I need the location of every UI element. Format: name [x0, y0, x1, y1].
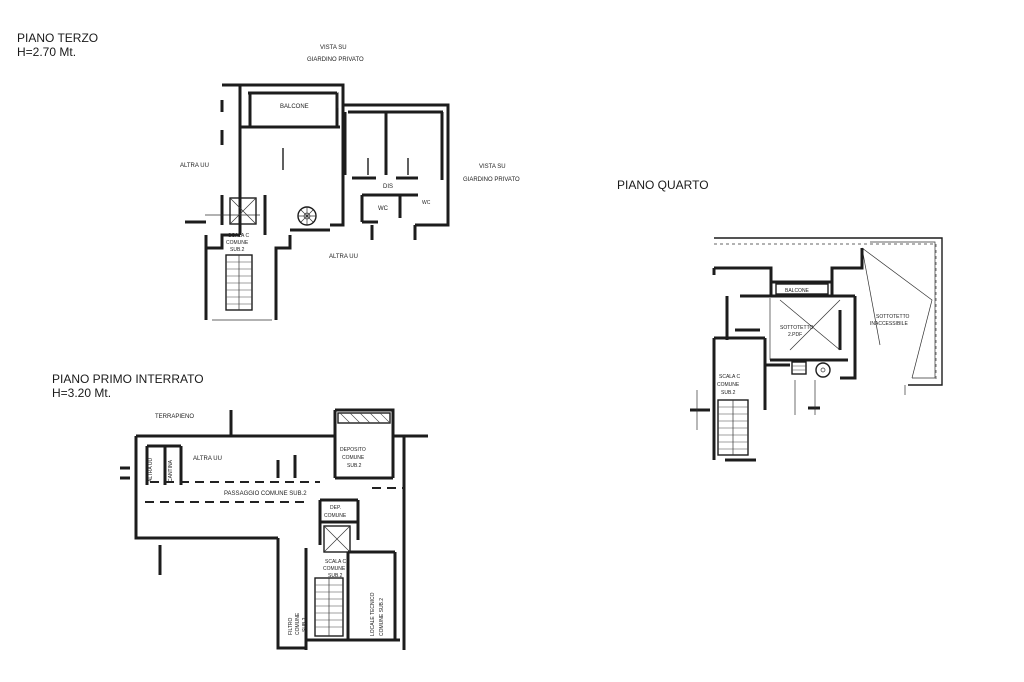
label-quarto-scala-2: COMUNE: [717, 382, 740, 388]
label-filtro-2: COMUNE: [295, 612, 301, 635]
label-vista-top: VISTA SU: [320, 45, 347, 51]
label-quarto-sottotetto-2: 2.PDF: [788, 332, 802, 338]
label-quarto-scala-1: SCALA C: [719, 374, 741, 380]
quarto-roof-outline: [714, 237, 943, 386]
terzo-thin-lines: [205, 92, 409, 321]
label-interrato-altra-uu-v: ALTRA UU: [148, 458, 154, 482]
label-deposito-1: DEPOSITO: [340, 447, 366, 453]
interrato-corridor-dashes: [145, 481, 404, 503]
label-terzo-wc1: WC: [378, 206, 389, 212]
interrato-stair-run: [314, 577, 344, 637]
plan-piano-interrato: PIANO PRIMO INTERRATO H=3.20 Mt. TERRAPI…: [52, 372, 428, 650]
piano-interrato-height: H=3.20 Mt.: [52, 386, 111, 400]
label-giardino-top: GIARDINO PRIVATO: [307, 57, 364, 63]
plan-piano-quarto: PIANO QUARTO: [617, 178, 943, 462]
label-filtro-1: FILTRO: [288, 617, 294, 635]
piano-terzo-title: PIANO TERZO: [17, 31, 98, 45]
label-locale-1: LOCALE TECNICO: [370, 592, 376, 636]
label-terzo-scala-1: SCALA C: [228, 233, 250, 239]
label-passaggio: PASSAGGIO COMUNE SUB.2: [224, 491, 307, 497]
label-filtro-3: SUB.2: [302, 617, 308, 632]
label-interrato-altra-uu: ALTRA UU: [193, 456, 222, 462]
label-deposito-2: COMUNE: [342, 455, 365, 461]
label-terzo-dis: DIS: [383, 184, 393, 190]
piano-interrato-title: PIANO PRIMO INTERRATO: [52, 372, 204, 386]
interrato-elevator: [323, 525, 351, 553]
label-giardino-right: GIARDINO PRIVATO: [463, 177, 520, 183]
label-quarto-balcone: BALCONE: [785, 288, 810, 294]
terzo-walls: [185, 83, 450, 320]
quarto-balcony: [775, 283, 829, 295]
quarto-walls: [690, 248, 864, 462]
label-interrato-scala-1: SCALA C: [325, 559, 347, 565]
label-quarto-inacc-2: INACCESSIBILE: [870, 321, 908, 327]
label-interrato-scala-2: COMUNE: [323, 566, 346, 572]
terzo-stair-run: [225, 254, 253, 311]
label-terzo-altra-left: ALTRA UU: [180, 163, 209, 169]
label-dep-1: DEP.: [330, 505, 341, 511]
label-quarto-inacc-1: SOTTOTETTO: [876, 314, 910, 320]
piano-terzo-height: H=2.70 Mt.: [17, 45, 76, 59]
quarto-stair-run: [717, 399, 749, 456]
label-quarto-sottotetto-1: SOTTOTETTO: [780, 325, 814, 331]
label-terzo-altra-bottom: ALTRA UU: [329, 254, 358, 260]
label-terzo-wc2: WC: [422, 200, 431, 206]
label-vista-right: VISTA SU: [479, 164, 506, 170]
plan-piano-terzo: PIANO TERZO H=2.70 Mt. VISTA SU GIARDINO…: [17, 31, 520, 321]
quarto-spiral-stair: [791, 361, 831, 378]
label-terzo-balcone: BALCONE: [280, 104, 309, 110]
label-terzo-scala-3: SUB.2: [230, 247, 245, 253]
label-terzo-scala-2: COMUNE: [226, 240, 249, 246]
quarto-thin-lines: [696, 298, 906, 430]
interrato-hatched-deposit: [337, 412, 391, 424]
label-quarto-scala-3: SUB.2: [721, 390, 736, 396]
label-interrato-scala-3: SUB.2: [328, 573, 343, 579]
piano-quarto-title: PIANO QUARTO: [617, 178, 709, 192]
label-locale-2: COMUNE SUB.2: [379, 598, 385, 636]
label-terrapieno: TERRAPIENO: [155, 414, 194, 420]
terzo-elevator: [229, 197, 257, 225]
label-dep-2: COMUNE: [324, 513, 347, 519]
terzo-spiral-stair: [297, 206, 317, 226]
label-deposito-3: SUB.2: [347, 463, 362, 469]
label-interrato-cantina: CANTINA: [168, 459, 174, 482]
interrato-walls: [120, 408, 428, 650]
